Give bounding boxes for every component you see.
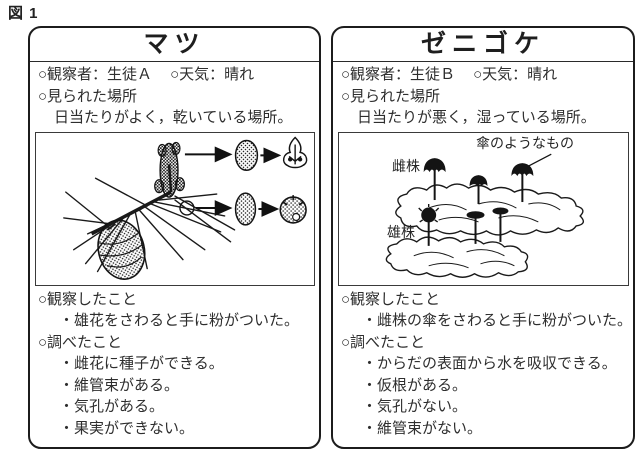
male-receptacles: [418, 203, 509, 246]
female-plant-label: 雌株: [392, 159, 420, 175]
male-thallus: [385, 235, 529, 278]
liverwort-illustration: [385, 153, 585, 278]
umbrella-leader-line: [526, 153, 552, 168]
cone-stem: [106, 222, 117, 231]
female-thallus: [395, 182, 585, 236]
card-title-zenigoke: ゼニゴケ: [333, 28, 633, 62]
observer-text: ○観察者：生徒Ａ: [38, 67, 153, 83]
figure-label: 図 1: [8, 5, 39, 22]
female-umbrellas: [423, 157, 534, 204]
liverwort-illustration-box: 傘のようなもの 雌株 雄株: [338, 131, 629, 286]
card-title-matsu: マツ: [30, 28, 319, 62]
location-heading: ○見られた場所: [341, 88, 441, 105]
scale-bottom: [234, 191, 257, 226]
observed-heading: ○観察したこと: [38, 291, 138, 308]
weather-text: ○天気：晴れ: [473, 67, 558, 83]
meta-row: ○観察者：生徒Ａ ○天気：晴れ: [38, 65, 313, 87]
research-item: ・維管束がある。: [59, 377, 180, 394]
research-item: ・からだの表面から水を吸収できる。: [362, 356, 617, 372]
pine-illustration-box: [35, 131, 315, 286]
research-item: ・仮根がある。: [362, 377, 468, 394]
highlight-circle: [179, 199, 195, 216]
observed-item: ・雄花をさわると手に粉がついた。: [59, 313, 300, 329]
research-heading: ○調べたこと: [341, 334, 426, 351]
card-zenigoke: ゼニゴケ ○観察者：生徒Ｂ ○天気：晴れ ○見られた場所 日当たりが悪く，湿って…: [331, 26, 635, 449]
location-heading: ○見られた場所: [38, 88, 138, 105]
card-body-zenigoke: ○観察者：生徒Ｂ ○天気：晴れ ○見られた場所 日当たりが悪く，湿っている場所。: [333, 62, 633, 440]
research-item: ・気孔がある。: [59, 399, 165, 415]
observation-cards: マツ ○観察者：生徒Ａ ○天気：晴れ ○見られた場所 日当たりがよく，乾いている…: [28, 26, 635, 449]
observer-text: ○観察者：生徒Ｂ: [341, 67, 456, 83]
pine-illustration: [63, 135, 308, 280]
pine-cone: [97, 218, 146, 280]
meta-row: ○観察者：生徒Ｂ ○天気：晴れ: [341, 65, 627, 87]
location-detail: 日当たりがよく，乾いている場所。: [54, 110, 293, 126]
observed-heading: ○観察したこと: [341, 291, 441, 308]
card-body-matsu: ○観察者：生徒Ａ ○天気：晴れ ○見られた場所 日当たりがよく，乾いている場所。: [30, 62, 319, 440]
scale-top: [234, 139, 259, 171]
umbrella-label: 傘のようなもの: [476, 136, 574, 152]
weather-text: ○天気：晴れ: [170, 67, 255, 83]
research-item: ・果実ができない。: [59, 420, 195, 437]
research-item: ・維管束がない。: [362, 420, 483, 437]
location-detail: 日当たりが悪く，湿っている場所。: [357, 110, 596, 126]
male-cone-cluster: [154, 141, 186, 198]
card-matsu: マツ ○観察者：生徒Ａ ○天気：晴れ ○見られた場所 日当たりがよく，乾いている…: [28, 26, 321, 449]
observed-item: ・雌株の傘をさわると手に粉がついた。: [362, 313, 633, 329]
research-item: ・気孔がない。: [362, 399, 468, 415]
pine-needles: [63, 177, 236, 272]
round-conelet: [279, 194, 307, 224]
research-heading: ○調べたこと: [38, 334, 123, 351]
research-item: ・雌花に種子ができる。: [59, 356, 224, 372]
male-plant-label: 雄株: [387, 225, 415, 241]
winged-scale: [282, 135, 308, 168]
